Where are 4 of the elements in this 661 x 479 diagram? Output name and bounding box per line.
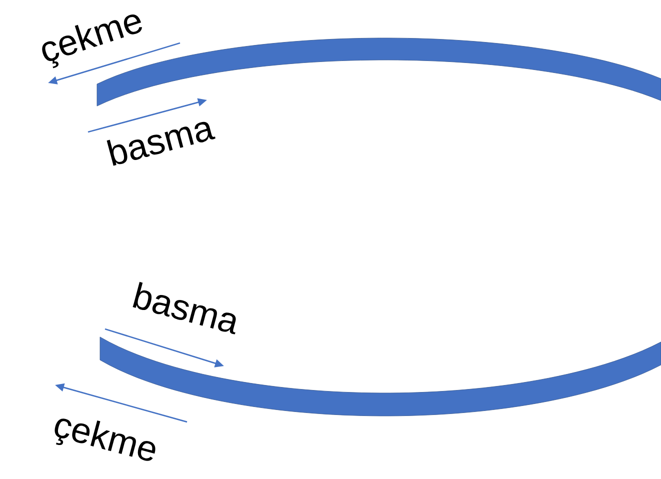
direction-label: basma [106,122,216,166]
direction-label: çekme [54,418,156,461]
direction-label: basma [132,282,236,334]
direction-label: çekme [42,14,142,68]
